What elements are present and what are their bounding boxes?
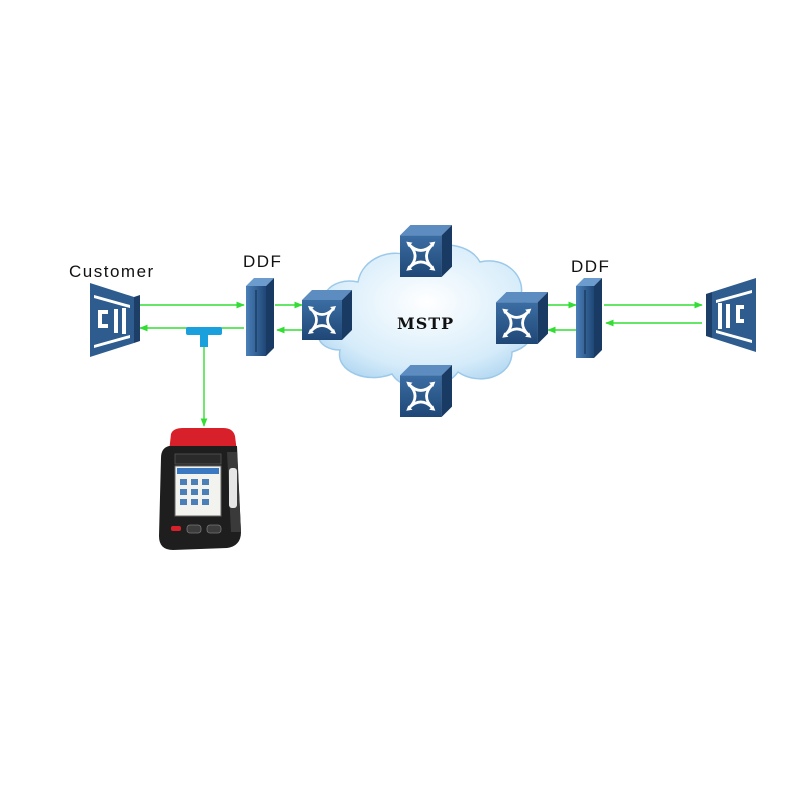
ddf-panel-icon (246, 278, 274, 356)
tap-connector-icon (186, 327, 222, 347)
customer-label: Customer (69, 262, 155, 281)
links-right (546, 301, 703, 334)
ddf-left-label: DDF (243, 252, 283, 271)
handheld-tester-icon (159, 428, 241, 550)
mstp-switch-icon (400, 225, 452, 277)
customer-equipment-icon (90, 283, 140, 357)
network-label: MSTP (397, 314, 455, 333)
ddf-panel-icon (576, 278, 602, 358)
mstp-switch-icon (400, 365, 452, 417)
mstp-switch-icon (302, 290, 352, 340)
links-left (138, 301, 303, 427)
remote-equipment-icon (706, 278, 756, 352)
ddf-right-label: DDF (571, 257, 611, 276)
mstp-switch-icon (496, 292, 548, 344)
